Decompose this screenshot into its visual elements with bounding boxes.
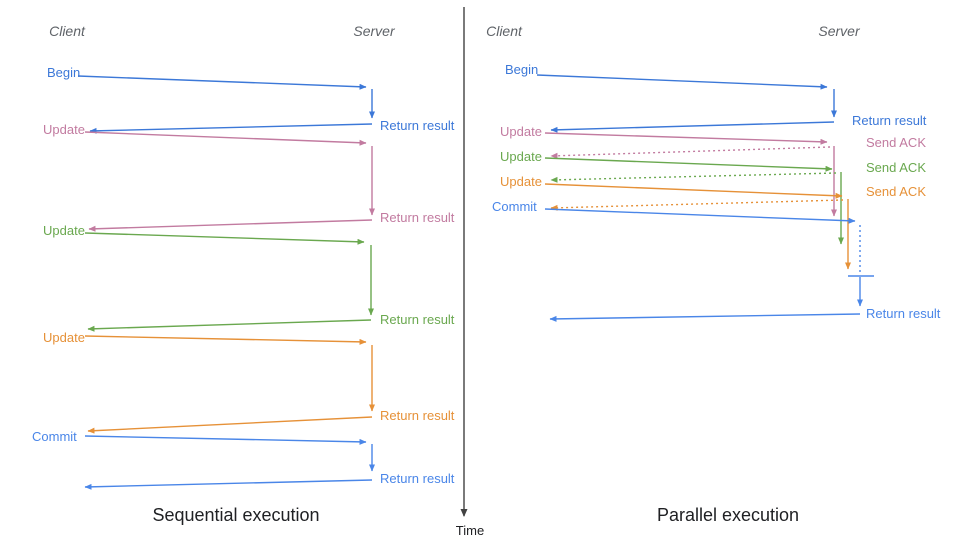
par-client-header: Client	[486, 23, 523, 39]
par-begin-label: Begin	[505, 62, 538, 77]
seq-commit-response-label: Return result	[380, 471, 455, 486]
par-update1-request-arrow	[544, 132, 828, 145]
par-commit-request-arrow	[544, 208, 856, 224]
seq-update2-request-arrow	[84, 232, 365, 245]
par-update2-ack-label: Send ACK	[866, 160, 926, 175]
par-update1-label: Update	[500, 124, 542, 139]
par-begin-response-label: Return result	[852, 113, 927, 128]
seq-update3-request-arrow	[84, 335, 367, 345]
sequential-caption: Sequential execution	[152, 505, 319, 525]
par-update2-ack-arrow	[550, 172, 837, 183]
par-update3-ack-arrow	[550, 199, 844, 211]
par-update2-label: Update	[500, 149, 542, 164]
seq-update3-label: Update	[43, 330, 85, 345]
par-update2-request-arrow	[544, 157, 833, 172]
par-commit-response-arrow	[549, 313, 861, 322]
par-update3-label: Update	[500, 174, 542, 189]
seq-update2-response-label: Return result	[380, 312, 455, 327]
seq-update2-response-arrow	[87, 319, 372, 332]
seq-commit-request-arrow	[84, 435, 367, 445]
seq-begin-response-label: Return result	[380, 118, 455, 133]
seq-begin-label: Begin	[47, 65, 80, 80]
par-update3-request-arrow	[544, 183, 843, 199]
time-axis-label: Time	[456, 523, 484, 538]
seq-server-header: Server	[353, 23, 396, 39]
seq-begin-response-arrow	[89, 123, 373, 134]
seq-update1-label: Update	[43, 122, 85, 137]
seq-update1-response-arrow	[88, 219, 373, 232]
par-server-header: Server	[818, 23, 861, 39]
seq-update3-response-label: Return result	[380, 408, 455, 423]
seq-update1-request-arrow	[84, 131, 367, 146]
par-update1-ack-arrow	[550, 146, 831, 159]
seq-commit-response-arrow	[84, 479, 373, 490]
seq-update1-response-label: Return result	[380, 210, 455, 225]
par-update3-ack-label: Send ACK	[866, 184, 926, 199]
par-commit-label: Commit	[492, 199, 537, 214]
seq-begin-request-arrow	[77, 75, 367, 90]
par-commit-response-label: Return result	[866, 306, 941, 321]
par-update1-ack-label: Send ACK	[866, 135, 926, 150]
parallel-caption: Parallel execution	[657, 505, 799, 525]
par-begin-response-arrow	[550, 121, 835, 133]
seq-client-header: Client	[49, 23, 86, 39]
par-begin-request-arrow	[536, 74, 828, 90]
seq-update3-response-arrow	[87, 416, 373, 434]
seq-update2-label: Update	[43, 223, 85, 238]
seq-commit-label: Commit	[32, 429, 77, 444]
